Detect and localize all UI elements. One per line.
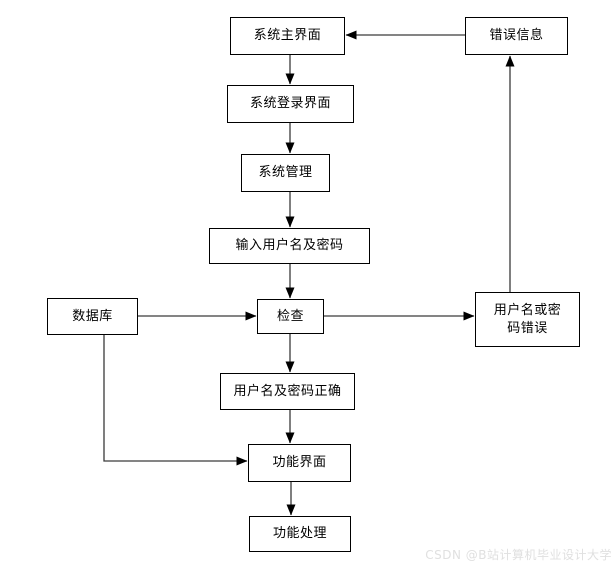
node-input-credentials: 输入用户名及密码 [209, 228, 370, 264]
node-function-screen: 功能界面 [248, 444, 351, 482]
node-function-processing: 功能处理 [249, 516, 351, 552]
node-database: 数据库 [47, 298, 138, 335]
node-check: 检查 [257, 299, 324, 334]
watermark-text: CSDN @B站计算机毕业设计大学 [425, 548, 612, 562]
node-credentials-wrong: 用户名或密 码错误 [475, 292, 580, 347]
node-main-screen: 系统主界面 [230, 17, 345, 55]
node-error-info: 错误信息 [465, 17, 568, 55]
node-login-screen: 系统登录界面 [227, 85, 354, 123]
node-system-management: 系统管理 [241, 154, 330, 192]
node-credentials-correct: 用户名及密码正确 [220, 373, 355, 410]
